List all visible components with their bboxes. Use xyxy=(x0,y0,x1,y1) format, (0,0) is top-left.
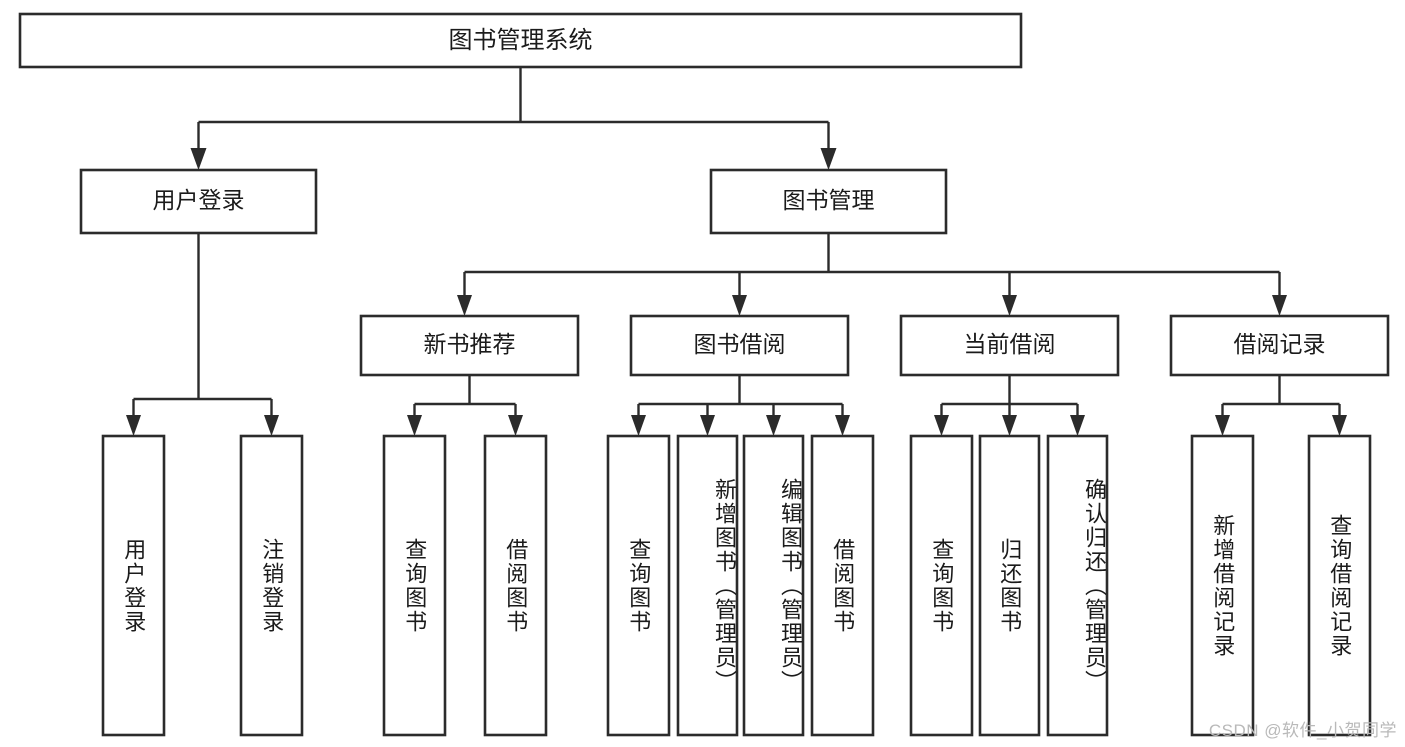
arrow-to-user-login xyxy=(190,148,207,170)
node-box-leaf-query-book-3[interactable] xyxy=(909,434,974,737)
node-box-leaf-confirm-return[interactable] xyxy=(1046,434,1109,737)
node-label-borrow-record: 借阅记录 xyxy=(1234,331,1326,357)
arrow-cb-leaf2 xyxy=(1002,415,1017,436)
arrow-cb-leaf3 xyxy=(1070,415,1085,436)
node-box-current-borrow[interactable] xyxy=(899,314,1120,377)
node-box-root[interactable] xyxy=(18,12,1023,69)
arrow-to-leaf-logout xyxy=(264,415,279,436)
arrow-br-leaf2 xyxy=(1332,415,1347,436)
arrow-to-book-borrow xyxy=(732,295,747,316)
node-box-book-management[interactable] xyxy=(709,168,948,235)
node-label-book-management: 图书管理 xyxy=(783,187,875,213)
arrow-bb-leaf1 xyxy=(631,415,646,436)
node-label-new-book-recommend: 新书推荐 xyxy=(424,331,516,357)
node-box-leaf-borrow-book-2[interactable] xyxy=(810,434,875,737)
arrow-to-leaf-user-login xyxy=(126,415,141,436)
node-box-leaf-logout-login[interactable] xyxy=(239,434,304,737)
node-box-leaf-edit-book[interactable] xyxy=(742,434,805,737)
node-box-book-borrow[interactable] xyxy=(629,314,850,377)
arrow-cb-leaf1 xyxy=(934,415,949,436)
node-box-leaf-add-record[interactable] xyxy=(1190,434,1255,737)
node-box-leaf-add-book[interactable] xyxy=(676,434,739,737)
node-box-leaf-query-book-2[interactable] xyxy=(606,434,671,737)
node-box-leaf-query-record[interactable] xyxy=(1307,434,1372,737)
arrow-nb-leaf1 xyxy=(407,415,422,436)
node-box-leaf-user-login[interactable] xyxy=(101,434,166,737)
node-box-new-book-recommend[interactable] xyxy=(359,314,580,377)
connectors-group xyxy=(126,67,1347,436)
node-label-book-borrow: 图书借阅 xyxy=(694,331,786,357)
node-box-leaf-return-book[interactable] xyxy=(978,434,1041,737)
arrow-bb-leaf2 xyxy=(700,415,715,436)
node-box-borrow-record[interactable] xyxy=(1169,314,1390,377)
node-label-root: 图书管理系统 xyxy=(449,27,593,54)
node-box-leaf-borrow-book-1[interactable] xyxy=(483,434,548,737)
nodes-group: 图书管理系统 用户登录 图书管理 新书推荐 图书借阅 当前借阅 借阅记录 xyxy=(18,12,1390,737)
arrow-br-leaf1 xyxy=(1215,415,1230,436)
arrow-to-borrow-record xyxy=(1272,295,1287,316)
node-label-user-login: 用户登录 xyxy=(153,187,245,213)
arrow-to-book-management xyxy=(820,148,837,170)
watermark-text: CSDN @软件_小贺同学 xyxy=(1208,721,1397,740)
arrow-to-current-borrow xyxy=(1002,295,1017,316)
arrow-nb-leaf2 xyxy=(508,415,523,436)
arrow-to-new-book xyxy=(457,295,472,316)
node-label-current-borrow: 当前借阅 xyxy=(964,331,1056,357)
node-box-leaf-query-book-1[interactable] xyxy=(382,434,447,737)
arrow-bb-leaf3 xyxy=(766,415,781,436)
arrow-bb-leaf4 xyxy=(835,415,850,436)
node-box-user-login[interactable] xyxy=(79,168,318,235)
